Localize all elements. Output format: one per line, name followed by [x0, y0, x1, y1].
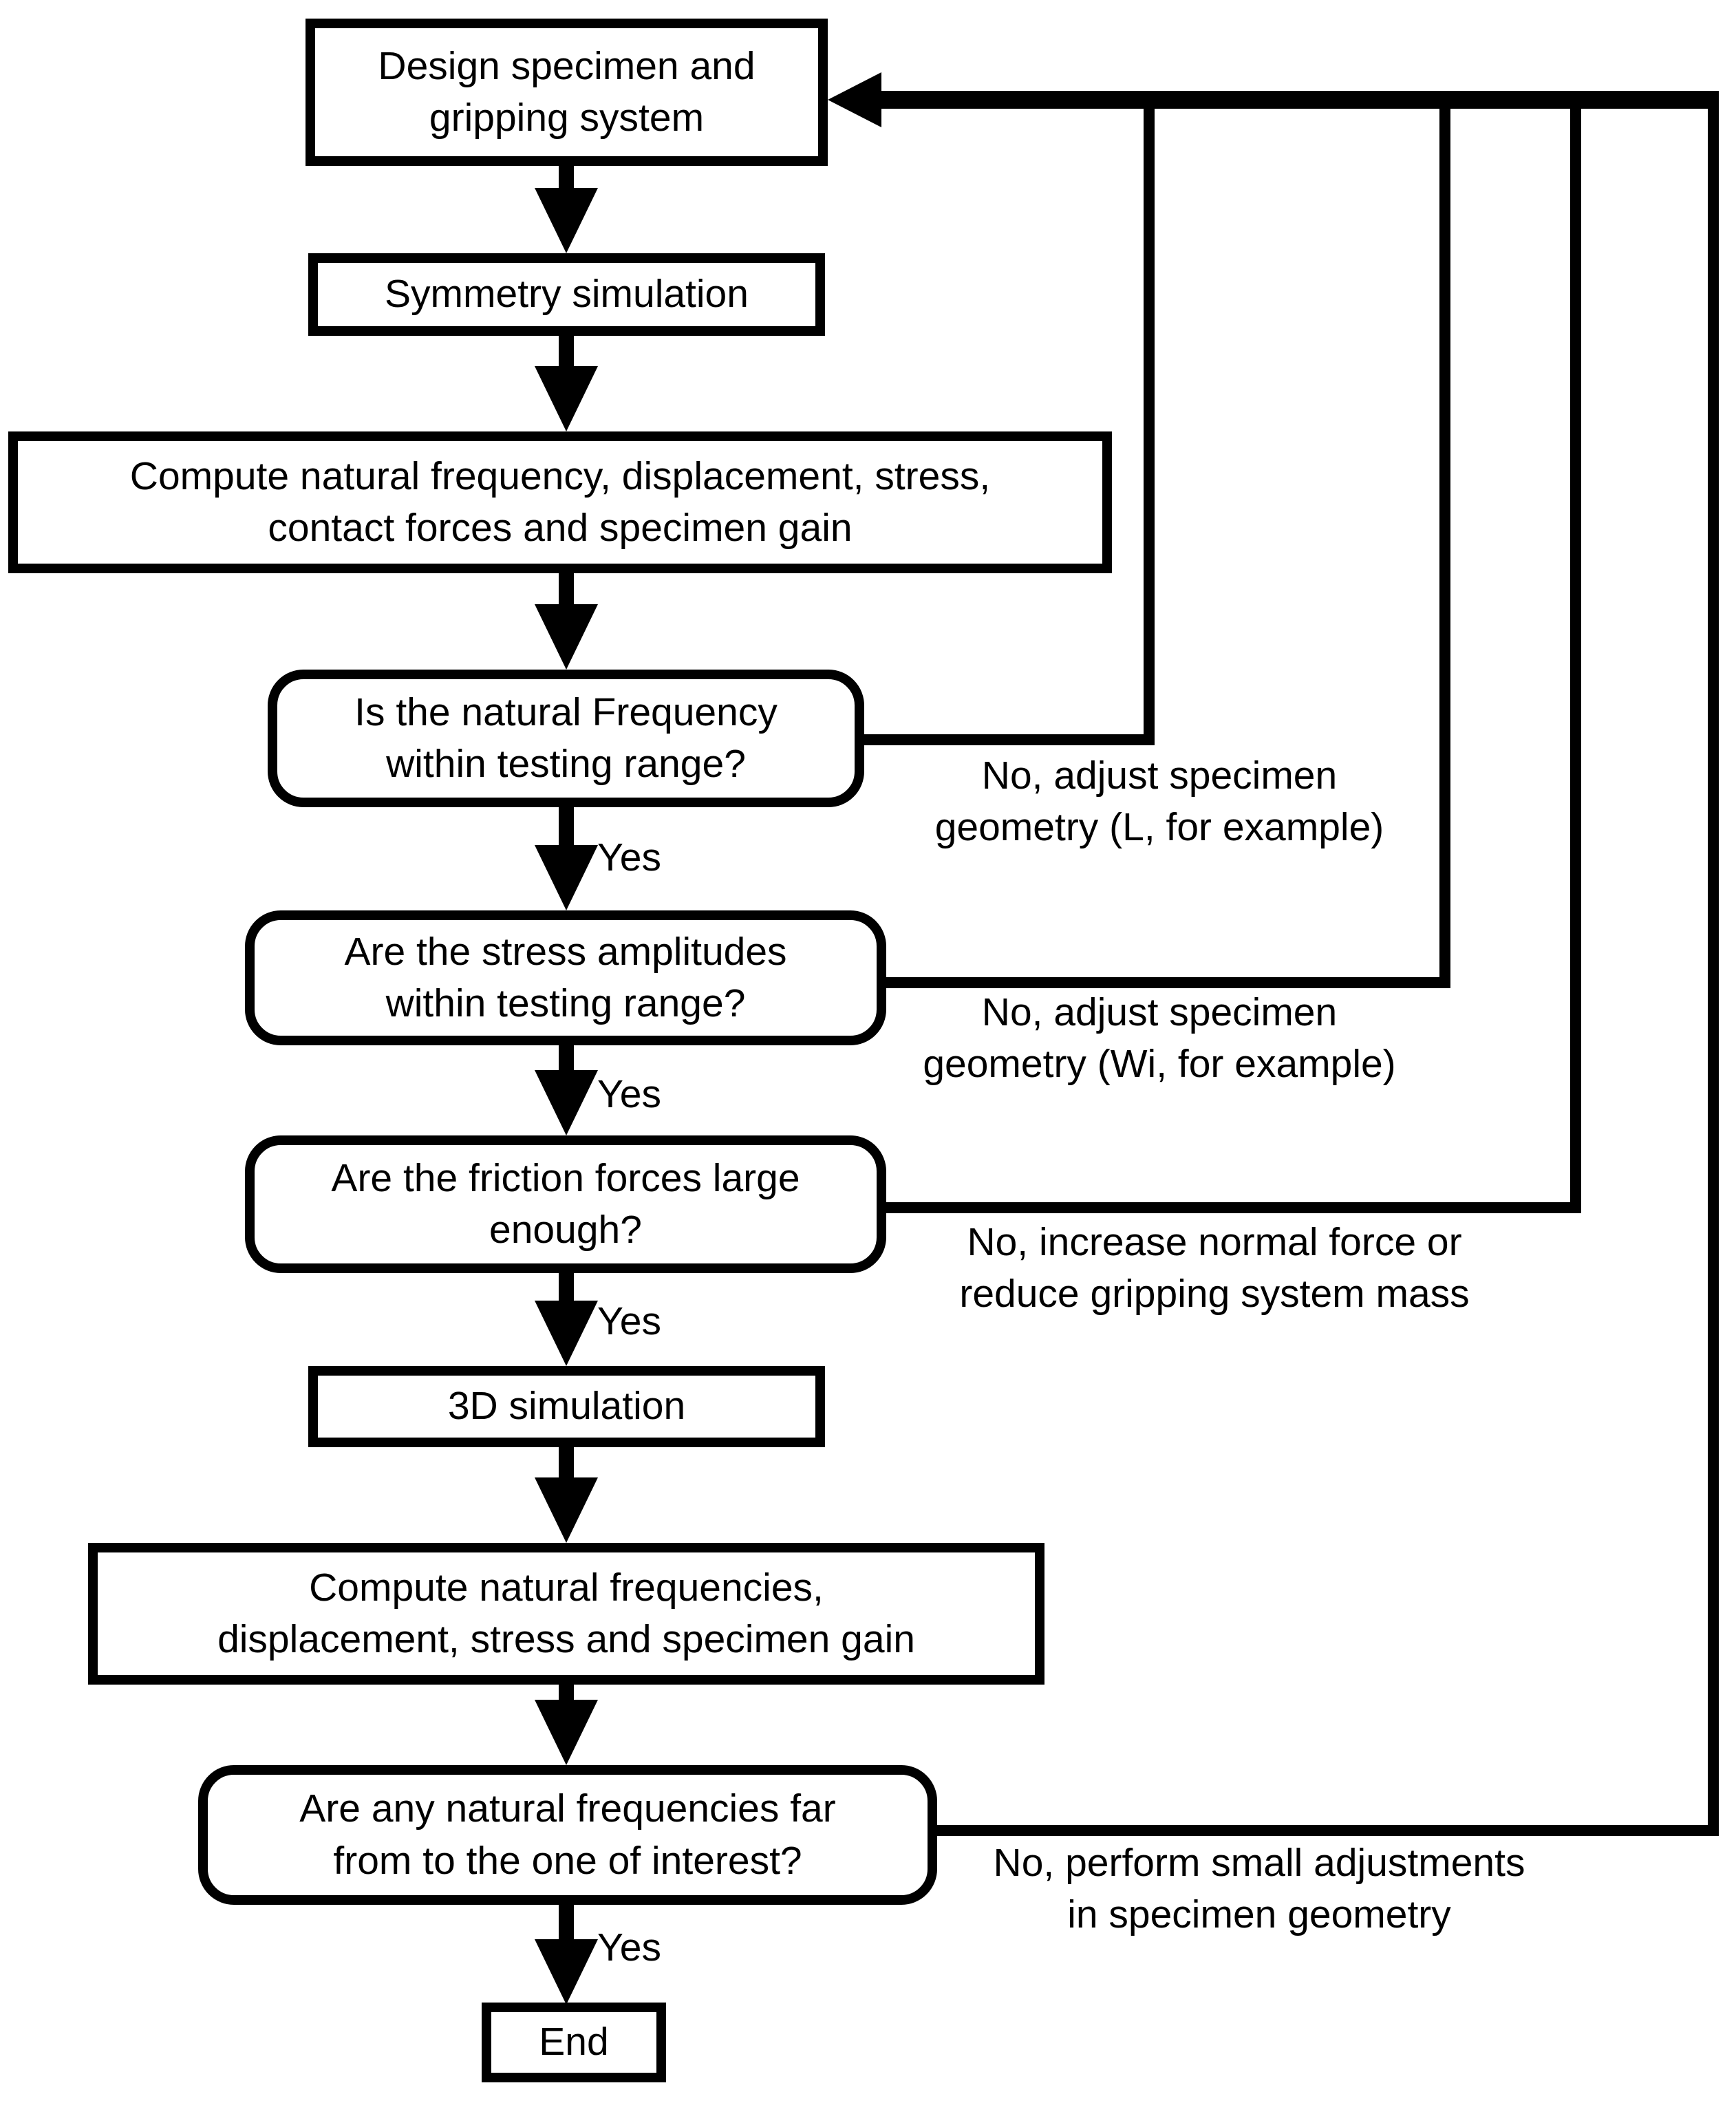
- down-arrowhead-icon: [535, 845, 598, 910]
- edge-label-no-increase-force: No, increase normal force or reduce grip…: [959, 1220, 1470, 1316]
- down-arrowhead-icon: [535, 1070, 598, 1135]
- left-arrowhead-into-design-icon: [828, 72, 881, 127]
- feedback-line-friction-vertical: [1570, 91, 1581, 1213]
- decision-natural-frequency: Is the natural Frequency within testing …: [268, 670, 864, 807]
- node-compute-frequency: Compute natural frequency, displacement,…: [8, 431, 1112, 573]
- edge-label-no-adjust-Wi: No, adjust specimen geometry (Wi, for ex…: [923, 990, 1396, 1087]
- edge-label-yes-3: Yes: [597, 1299, 661, 1343]
- feedback-line-freq-horizontal: [861, 734, 1155, 745]
- node-3d-simulation: 3D simulation: [308, 1366, 825, 1447]
- edge-symmetry-compute1-shaft: [559, 335, 574, 373]
- edge-modes-end-shaft: [559, 1904, 574, 1946]
- down-arrowhead-icon: [535, 1700, 598, 1765]
- feedback-line-modes-horizontal: [934, 1825, 1719, 1836]
- feedback-top-line: [881, 91, 1719, 109]
- down-arrowhead-icon: [535, 1939, 598, 2005]
- feedback-line-stress-horizontal: [883, 977, 1450, 988]
- node-design-specimen: Design specimen and gripping system: [306, 19, 828, 166]
- decision-friction-forces: Are the friction forces large enough?: [245, 1135, 886, 1273]
- down-arrowhead-icon: [535, 188, 598, 253]
- edge-label-no-small-adjustments: No, perform small adjustments in specime…: [993, 1841, 1525, 1937]
- edge-label-yes-2: Yes: [597, 1072, 661, 1116]
- feedback-line-freq-vertical: [1144, 91, 1155, 745]
- down-arrowhead-icon: [535, 1301, 598, 1366]
- edge-design-symmetry-shaft: [559, 166, 574, 195]
- edge-sim3d-compute2-shaft: [559, 1447, 574, 1484]
- down-arrowhead-icon: [535, 1477, 598, 1543]
- decision-stress-amplitudes: Are the stress amplitudes within testing…: [245, 910, 886, 1045]
- feedback-line-stress-vertical: [1439, 91, 1450, 988]
- edge-freq-stress-shaft: [559, 807, 574, 852]
- decision-natural-frequencies-far: Are any natural frequencies far from to …: [198, 1765, 937, 1905]
- edge-compute1-freq-shaft: [559, 573, 574, 611]
- feedback-line-friction-horizontal: [883, 1202, 1581, 1213]
- down-arrowhead-icon: [535, 604, 598, 670]
- edge-label-yes-1: Yes: [597, 835, 661, 879]
- down-arrowhead-icon: [535, 366, 598, 431]
- node-end: End: [482, 2003, 666, 2082]
- node-compute-frequencies: Compute natural frequencies, displacemen…: [88, 1543, 1044, 1685]
- edge-stress-friction-shaft: [559, 1045, 574, 1077]
- edge-friction-sim3d-shaft: [559, 1272, 574, 1307]
- node-symmetry-simulation: Symmetry simulation: [308, 253, 825, 336]
- edge-label-yes-4: Yes: [597, 1925, 661, 1969]
- edge-label-no-adjust-L: No, adjust specimen geometry (L, for exa…: [934, 754, 1384, 850]
- feedback-line-modes-vertical: [1708, 91, 1719, 1836]
